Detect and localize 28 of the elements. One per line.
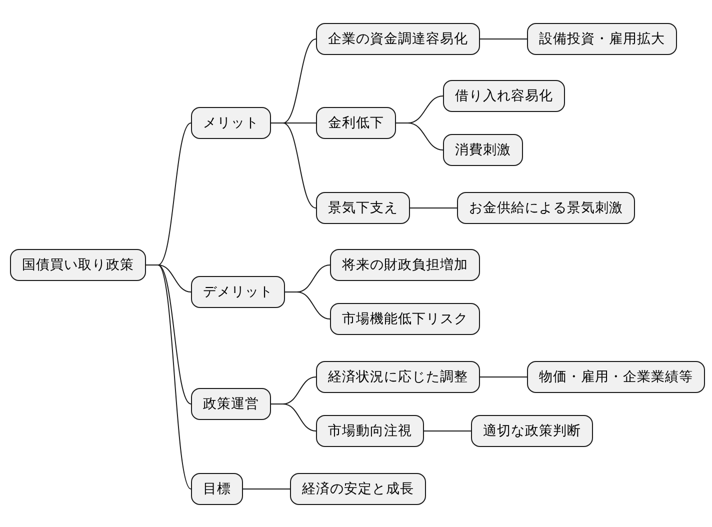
- topic-box: 金利低下: [316, 107, 396, 139]
- connector-line: [146, 264, 192, 490]
- topic-box: 消費刺激: [443, 134, 523, 166]
- topic-box: 政策運営: [191, 388, 271, 420]
- topic-box: 国債買い取り政策: [10, 249, 146, 281]
- topic-box: 物価・雇用・企業業績等: [527, 361, 705, 393]
- topic-box: 景気下支え: [316, 192, 410, 224]
- connector-line: [424, 430, 472, 432]
- topic-box: 目標: [191, 473, 243, 505]
- connector-line: [480, 376, 528, 378]
- connector-line: [480, 38, 528, 40]
- topic-box: 設備投資・雇用拡大: [527, 23, 677, 55]
- topic-box: 経済状況に応じた調整: [316, 361, 480, 393]
- topic-box: デメリット: [191, 276, 285, 308]
- topic-box: お金供給による景気刺激: [457, 192, 635, 224]
- topic-box: 市場動向注視: [316, 415, 424, 447]
- topic-box: 借り入れ容易化: [443, 80, 565, 112]
- connector-line: [242, 488, 290, 490]
- connector-line: [284, 292, 330, 320]
- topic-box: 市場機能低下リスク: [330, 303, 480, 335]
- topic-box: 経済の安定と成長: [290, 473, 426, 505]
- connector-line: [396, 122, 444, 150]
- topic-box: 適切な政策判断: [471, 415, 593, 447]
- topic-box: メリット: [191, 107, 271, 139]
- topic-box: 将来の財政負担増加: [330, 249, 480, 281]
- topic-box: 企業の資金調達容易化: [316, 23, 480, 55]
- connector-line: [270, 404, 316, 432]
- connector-line: [270, 122, 316, 208]
